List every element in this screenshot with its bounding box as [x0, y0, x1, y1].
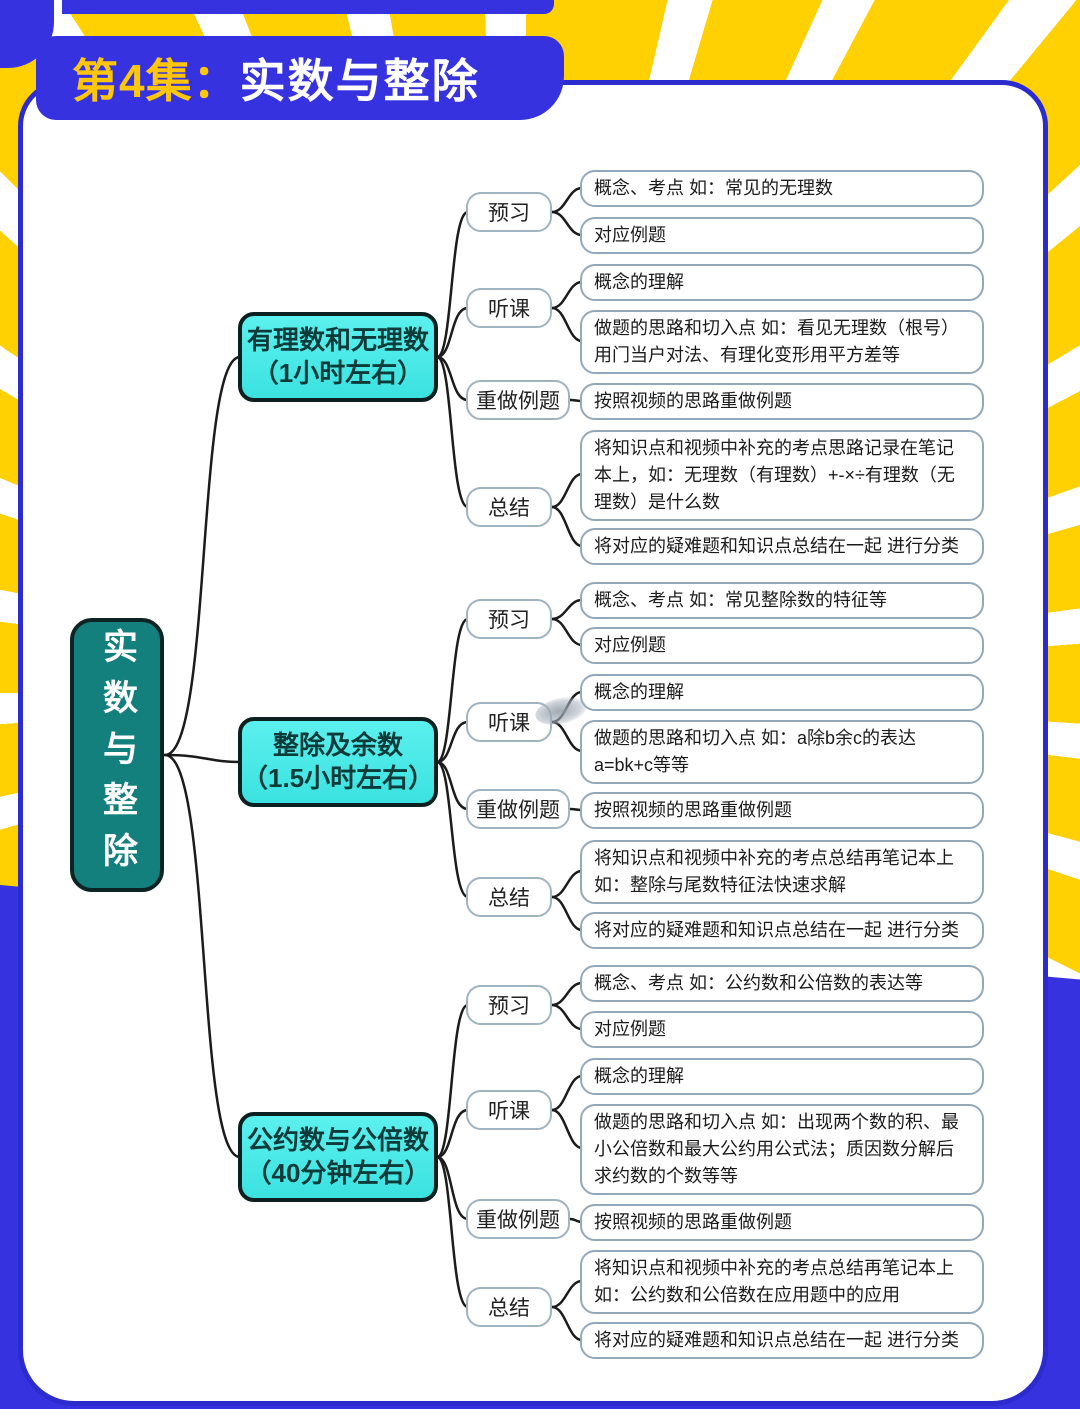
sub-node-label: 总结 — [488, 497, 530, 520]
branch-node-gcd-lcm[interactable]: 公约数与公倍数 （40分钟左右） — [238, 1112, 438, 1202]
sub-node-summary-2[interactable]: 总结 — [466, 877, 552, 917]
leaf-node[interactable]: 做题的思路和切入点 如：a除b余c的表达 a=bk+c等等 — [580, 720, 984, 784]
leaf-node[interactable]: 概念、考点 如：常见整除数的特征等 — [580, 582, 984, 619]
branch-duration: （1小时左右） — [252, 358, 424, 388]
leaf-node[interactable]: 概念的理解 — [580, 1058, 984, 1095]
sub-node-summary-3[interactable]: 总结 — [466, 1287, 552, 1327]
sub-node-preview-3[interactable]: 预习 — [466, 985, 552, 1025]
sub-node-summary-1[interactable]: 总结 — [466, 487, 552, 527]
leaf-node[interactable]: 概念、考点 如：常见的无理数 — [580, 170, 984, 207]
leaf-node[interactable]: 对应例题 — [580, 627, 984, 664]
sub-node-redo-2[interactable]: 重做例题 — [466, 789, 570, 829]
sub-node-label: 重做例题 — [476, 390, 560, 413]
branch-title: 整除及余数 — [272, 730, 403, 760]
leaf-node[interactable]: 对应例题 — [580, 217, 984, 254]
sub-node-label: 听课 — [488, 298, 530, 321]
leaf-node[interactable]: 按照视频的思路重做例题 — [580, 792, 984, 829]
leaf-node[interactable]: 将知识点和视频中补充的考点思路记录在笔记本上，如：无理数（有理数）+-×÷有理数… — [580, 430, 984, 521]
leaf-node[interactable]: 将知识点和视频中补充的考点总结再笔记本上 如：公约数和公倍数在应用题中的应用 — [580, 1250, 984, 1314]
leaf-node[interactable]: 将对应的疑难题和知识点总结在一起 进行分类 — [580, 528, 984, 565]
leaf-node[interactable]: 将对应的疑难题和知识点总结在一起 进行分类 — [580, 1322, 984, 1359]
leaf-node[interactable]: 概念的理解 — [580, 674, 984, 711]
branch-node-rational-irrational[interactable]: 有理数和无理数 （1小时左右） — [238, 312, 438, 402]
leaf-node[interactable]: 概念的理解 — [580, 264, 984, 301]
leaf-node[interactable]: 按照视频的思路重做例题 — [580, 383, 984, 420]
title-banner: 第4集： 实数与整除 — [36, 36, 564, 120]
sub-node-preview-1[interactable]: 预习 — [466, 192, 552, 232]
leaf-node[interactable]: 将对应的疑难题和知识点总结在一起 进行分类 — [580, 912, 984, 949]
sub-node-listen-3[interactable]: 听课 — [466, 1090, 552, 1130]
branch-node-divisibility-remainder[interactable]: 整除及余数 （1.5小时左右） — [238, 717, 438, 807]
sub-node-label: 重做例题 — [476, 799, 560, 822]
sub-node-label: 预习 — [488, 609, 530, 632]
sub-node-label: 总结 — [488, 887, 530, 910]
root-node[interactable]: 实数与整除 — [70, 618, 164, 892]
sub-node-label: 重做例题 — [476, 1209, 560, 1232]
sub-node-redo-3[interactable]: 重做例题 — [466, 1199, 570, 1239]
leaf-node[interactable]: 将知识点和视频中补充的考点总结再笔记本上 如：整除与尾数特征法快速求解 — [580, 840, 984, 904]
sub-node-label: 总结 — [488, 1297, 530, 1320]
sub-node-redo-1[interactable]: 重做例题 — [466, 380, 570, 420]
leaf-node[interactable]: 按照视频的思路重做例题 — [580, 1204, 984, 1241]
page-title: 实数与整除 — [239, 55, 480, 107]
top-blue-strip — [62, 0, 554, 14]
leaf-node[interactable]: 对应例题 — [580, 1011, 984, 1048]
sub-node-listen-1[interactable]: 听课 — [466, 288, 552, 328]
root-node-label: 实数与整除 — [98, 627, 137, 883]
branch-duration: （1.5小时左右） — [242, 763, 435, 793]
branch-title: 有理数和无理数 — [246, 325, 429, 355]
sub-node-label: 听课 — [488, 712, 530, 735]
leaf-node[interactable]: 做题的思路和切入点 如：出现两个数的积、最小公倍数和最大公约用公式法；质因数分解… — [580, 1104, 984, 1195]
sub-node-label: 听课 — [488, 1100, 530, 1123]
branch-duration: （40分钟左右） — [245, 1158, 431, 1188]
leaf-node[interactable]: 概念、考点 如：公约数和公倍数的表达等 — [580, 965, 984, 1002]
episode-label: 第4集： — [72, 55, 240, 107]
sub-node-label: 预习 — [488, 202, 530, 225]
leaf-node[interactable]: 做题的思路和切入点 如：看见无理数（根号）用门当户对法、有理化变形用平方差等 — [580, 310, 984, 374]
branch-title: 公约数与公倍数 — [246, 1125, 429, 1155]
sub-node-preview-2[interactable]: 预习 — [466, 599, 552, 639]
sub-node-label: 预习 — [488, 995, 530, 1018]
